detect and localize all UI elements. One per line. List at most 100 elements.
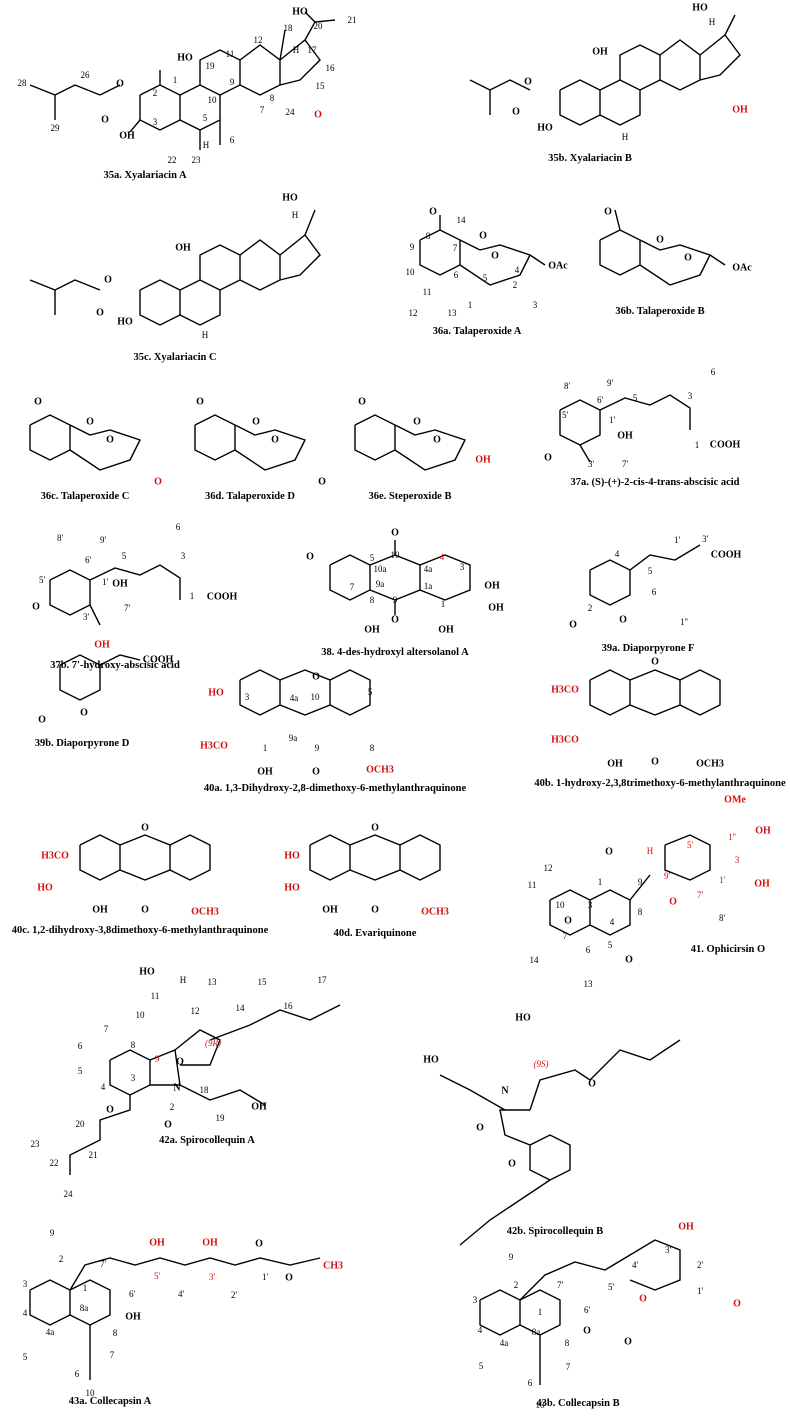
label-37b-o: O: [32, 601, 40, 613]
atom-37a-6: 6: [710, 367, 716, 377]
label-42a-ho: HO: [139, 966, 155, 978]
label-40c-ho: HO: [37, 882, 53, 894]
label-40d-o-bottom: O: [371, 904, 379, 916]
atom-43b-6p: 6': [583, 1305, 591, 1315]
structure-36c: [29, 414, 141, 471]
label-43a-ester-o: O: [285, 1272, 293, 1284]
atom-43a-3: 3: [22, 1279, 28, 1289]
label-40c-o-top: O: [141, 822, 149, 834]
label-38-ome: O: [306, 551, 314, 563]
label-35c-oh: OH: [175, 242, 191, 254]
atom-43a-2: 2: [58, 1254, 64, 1264]
atom-37b-5: 5: [121, 551, 127, 561]
structure-40b: [589, 669, 721, 716]
atom-41-4: 4: [609, 917, 615, 927]
label-41-oh-1: OH: [755, 825, 771, 837]
caption-35a: 35a. Xyalariacin A: [103, 170, 187, 181]
atom-43a-8a: 8a: [79, 1303, 89, 1313]
structure-35a: [29, 11, 336, 150]
label-43b-acetate-o: O: [583, 1325, 591, 1337]
atom-38-9: 9: [392, 595, 398, 605]
label-35b-oh-red: OH: [732, 104, 748, 116]
atom-40a-4a: 4a: [289, 693, 299, 703]
label-40d-ho-1: HO: [284, 850, 300, 862]
caption-39a: 39a. Diaporpyrone F: [601, 643, 695, 654]
atom-43b-3p: 3': [664, 1245, 672, 1255]
label-35c-ho: HO: [117, 316, 133, 328]
label-35a-ho: HO: [177, 52, 193, 64]
atom-42a-23: 23: [30, 1139, 40, 1149]
label-36e-oh: OH: [475, 454, 491, 466]
atom-43a-6: 6: [74, 1369, 80, 1379]
atom-42a-11: 11: [150, 991, 160, 1001]
label-40b-h3co-1: H3CO: [551, 684, 579, 696]
label-40c-o-bottom: O: [141, 904, 149, 916]
atom-39a-1p: 1': [673, 535, 681, 545]
label-41-ketone-1: O: [605, 846, 613, 858]
atom-36a-13: 13: [447, 308, 457, 318]
label-36d-o1: O: [252, 416, 260, 428]
caption-43b: 43b. Collecapsin B: [536, 1398, 620, 1409]
label-40a-oh: OH: [257, 766, 273, 778]
atom-41-3: 3: [587, 900, 593, 910]
structure-42b: [439, 1039, 681, 1246]
atom-35a-23: 23: [191, 155, 201, 165]
atom-36a-3: 3: [532, 300, 538, 310]
label-41-oh-2: OH: [754, 878, 770, 890]
atom-42a-13: 13: [207, 977, 217, 987]
label-43a-ch3: CH3: [323, 1260, 343, 1272]
label-39a-cooh: COOH: [710, 549, 742, 561]
label-42a-n: N: [173, 1082, 181, 1094]
label-42a-ether-o: O: [106, 1104, 114, 1116]
atom-35a-18: 18: [283, 23, 293, 33]
atom-35a-7: 7: [259, 105, 265, 115]
label-39a-ring-o: O: [619, 614, 627, 626]
atom-35a-29: 29: [50, 123, 60, 133]
atom-42a-10: 10: [135, 1010, 145, 1020]
atom-35a-20: 20: [313, 21, 323, 31]
atom-42a-2: 2: [169, 1102, 175, 1112]
atom-37a-9p: 9': [606, 378, 614, 388]
atom-37a-1p: 1': [608, 415, 616, 425]
structure-37b: [49, 564, 181, 626]
label-38-oh-3: OH: [484, 580, 500, 592]
atom-43a-2p: 2': [230, 1290, 238, 1300]
atom-39a-3p: 3': [701, 534, 709, 544]
atom-43b-2p: 2': [696, 1260, 704, 1270]
atom-35a-24: 24: [285, 107, 295, 117]
label-36c-ketone-red: O: [154, 476, 162, 488]
caption-37b: 37b. 7'-hydroxy-abscisic acid: [50, 660, 180, 671]
label-35c-carbonyl-o: O: [96, 307, 104, 319]
label-40a-o-bottom: O: [312, 766, 320, 778]
structure-36e: [354, 414, 466, 471]
atom-35a-26: 26: [80, 70, 90, 80]
atom-39a-5: 5: [647, 566, 653, 576]
label-36a-o2: O: [491, 250, 499, 262]
atom-36a-8: 8: [425, 231, 431, 241]
atom-43b-7p: 7': [556, 1280, 564, 1290]
atom-43b-1: 1: [537, 1307, 543, 1317]
caption-37a: 37a. (S)-(+)-2-cis-4-trans-abscisic acid: [570, 477, 740, 488]
atom-36a-6: 6: [453, 270, 459, 280]
atom-43b-3: 3: [472, 1295, 478, 1305]
atom-35a-16: 16: [325, 63, 335, 73]
atom-38-1: 1: [440, 599, 446, 609]
structure-40c: [79, 834, 211, 881]
label-37a-o: O: [544, 452, 552, 464]
atom-37a-6p: 6': [596, 395, 604, 405]
caption-40b: 40b. 1-hydroxy-2,3,8trimethoxy-6-methyla…: [534, 778, 786, 789]
structure-36d: [194, 414, 306, 471]
atom-37b-7p: 7': [123, 603, 131, 613]
atom-36a-2: 2: [512, 280, 518, 290]
label-40b-och3: OCH3: [696, 758, 724, 770]
structure-43b: [479, 1239, 681, 1385]
structure-36a: [419, 215, 546, 286]
label-36a-ketone: O: [429, 206, 437, 218]
atom-41-12: 12: [543, 863, 553, 873]
label-40c-och3: OCH3: [191, 906, 219, 918]
atom-38-1a: 1a: [423, 581, 433, 591]
atom-43a-8: 8: [112, 1328, 118, 1338]
atom-43b-2: 2: [513, 1280, 519, 1290]
label-35b-oh: OH: [592, 46, 608, 58]
atom-41-14: 14: [529, 955, 539, 965]
